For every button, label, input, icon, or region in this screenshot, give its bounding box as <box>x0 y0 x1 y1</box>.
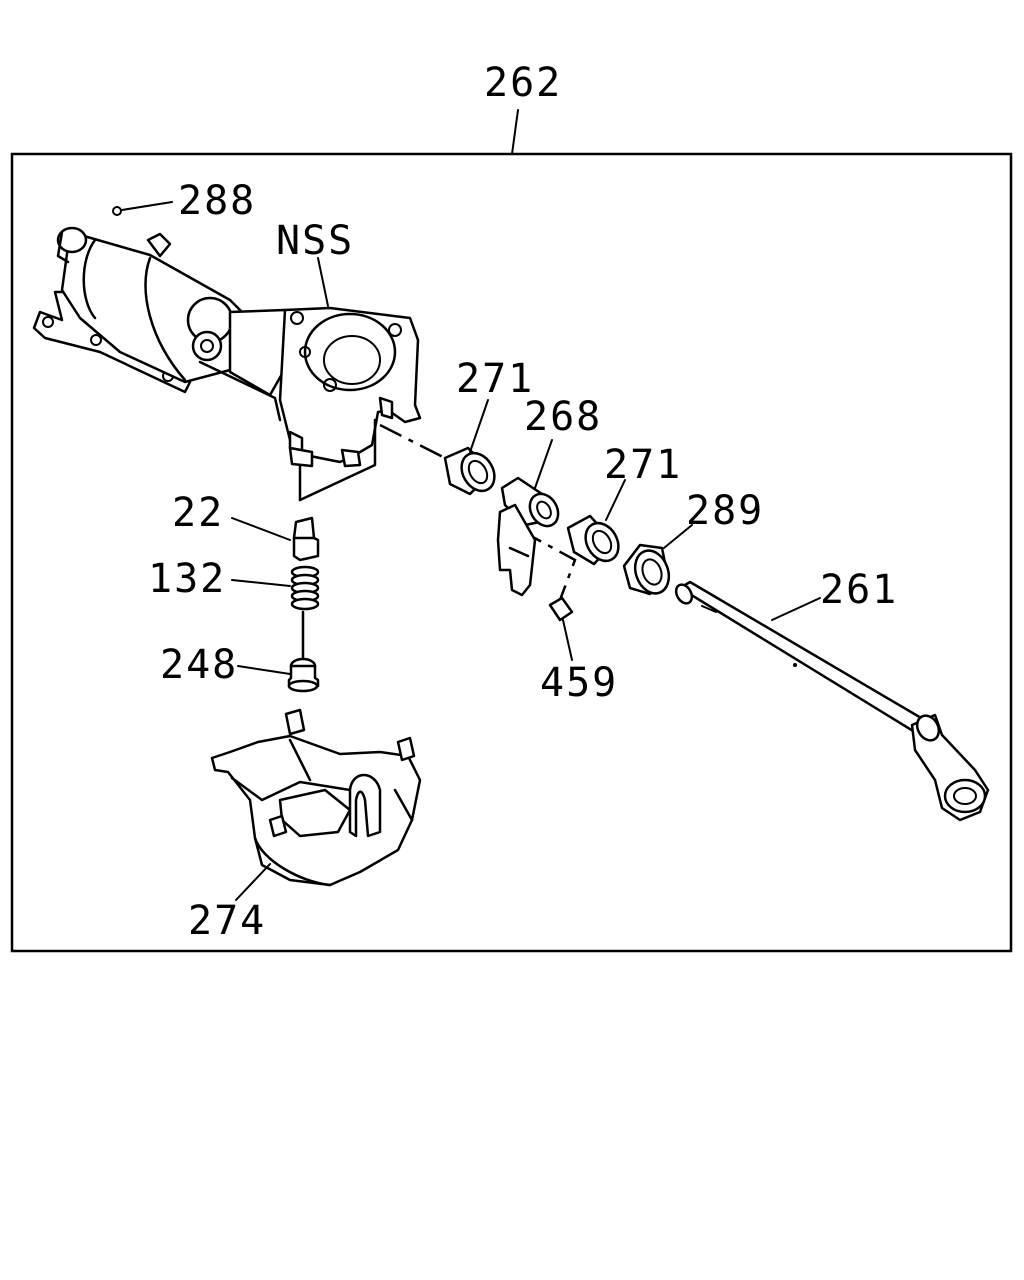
leader-261 <box>771 597 821 621</box>
leader-274 <box>235 863 271 901</box>
part-261-shift-rod <box>674 580 990 822</box>
part-132-spring <box>290 565 320 662</box>
part-289-bearing <box>622 543 671 596</box>
label-261: 261 <box>820 567 898 613</box>
label-459: 459 <box>540 660 618 706</box>
part-22-plunger <box>292 516 320 562</box>
leader-nss <box>317 257 329 307</box>
label-271b: 271 <box>604 442 682 488</box>
part-274-cover <box>210 708 422 887</box>
shaft-axis <box>379 423 446 460</box>
leader-288 <box>121 201 173 211</box>
label-271a: 271 <box>456 356 534 402</box>
leader-132 <box>231 579 291 587</box>
leader-289 <box>663 524 693 549</box>
housing-part <box>32 226 422 502</box>
assembly-leader <box>511 109 519 155</box>
shaft-axis-2 <box>519 528 577 601</box>
label-nss: NSS <box>276 218 354 264</box>
leader-248 <box>237 665 291 675</box>
leader-271b <box>605 479 626 521</box>
part-271-bushing-a <box>443 446 496 496</box>
part-459-pin <box>548 596 574 622</box>
label-132: 132 <box>148 556 226 602</box>
leader-271a <box>469 399 489 453</box>
label-274: 274 <box>188 898 266 944</box>
leader-268 <box>534 439 553 489</box>
part-268-shift-block <box>496 476 560 597</box>
leader-22 <box>231 517 291 541</box>
label-268: 268 <box>524 394 602 440</box>
label-288: 288 <box>178 178 256 224</box>
label-289: 289 <box>686 488 764 534</box>
label-248: 248 <box>160 642 238 688</box>
part-288-marker <box>112 206 122 216</box>
label-262: 262 <box>484 60 562 106</box>
label-22: 22 <box>172 490 224 536</box>
part-248-plug <box>287 657 320 693</box>
leader-459 <box>562 619 573 661</box>
part-271-bushing-b <box>566 514 620 566</box>
